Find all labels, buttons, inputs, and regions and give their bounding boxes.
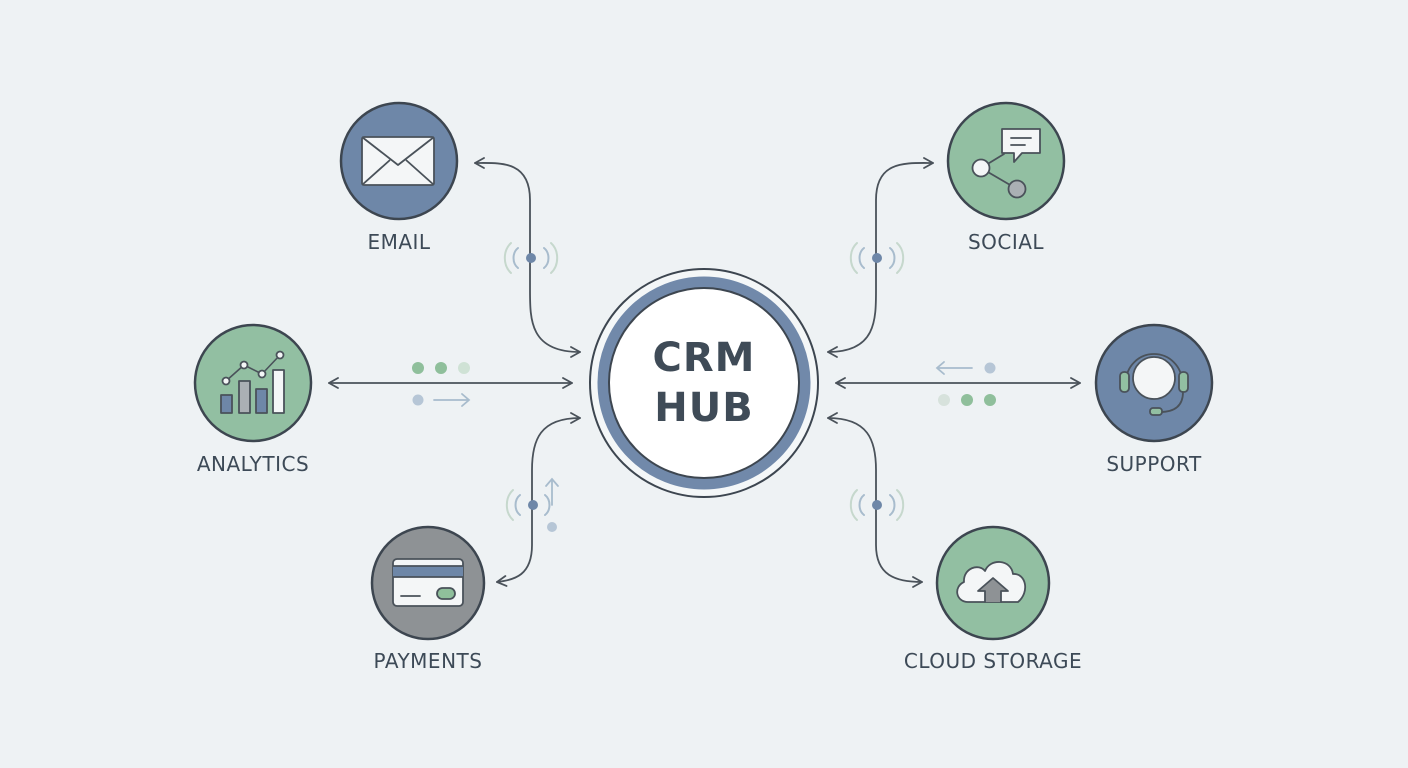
connector-email: [474, 157, 581, 358]
signal-icon-payments: [505, 477, 559, 532]
chat-network-icon: [971, 128, 1041, 199]
signal-icon-email: [503, 242, 559, 274]
envelope-icon: [361, 136, 435, 186]
node-label-analytics: ANALYTICS: [196, 452, 310, 476]
hub-title: CRM HUB: [653, 333, 756, 433]
node-support[interactable]: [1094, 323, 1214, 443]
node-label-email: EMAIL: [367, 230, 431, 254]
data-flow-dots-analytics: [412, 362, 471, 407]
headset-icon: [1119, 353, 1189, 416]
node-label-payments: PAYMENTS: [373, 649, 483, 673]
credit-card-icon: [392, 558, 464, 607]
signal-icon-cloud-storage: [849, 489, 905, 521]
bar-chart-trend-icon: [220, 350, 285, 414]
hub-title-line-1: CRM: [652, 335, 756, 381]
node-label-cloud-storage: CLOUD STORAGE: [903, 649, 1083, 673]
node-email[interactable]: [339, 101, 459, 221]
cloud-upload-icon: [956, 561, 1027, 603]
node-social[interactable]: [946, 101, 1066, 221]
node-label-social: SOCIAL: [967, 230, 1045, 254]
connector-cloud-storage: [827, 412, 923, 588]
data-flow-dots-support: [935, 361, 996, 406]
node-label-support: SUPPORT: [1106, 452, 1202, 476]
node-cloud-storage[interactable]: [935, 525, 1051, 641]
connector-social: [827, 157, 934, 358]
hub-title-line-2: HUB: [654, 385, 754, 431]
signal-icon-social: [849, 242, 905, 274]
crm-hub: [589, 268, 819, 498]
connector-payments: [496, 412, 581, 587]
node-payments[interactable]: [370, 525, 486, 641]
node-analytics[interactable]: [193, 323, 313, 443]
